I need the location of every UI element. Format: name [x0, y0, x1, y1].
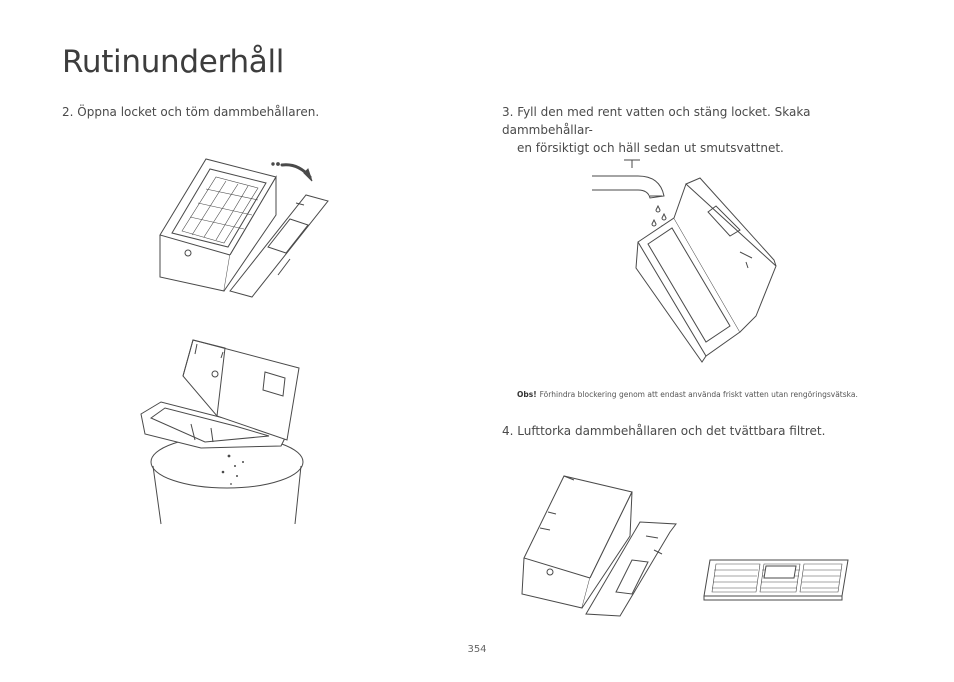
dry-bin-icon [520, 474, 680, 622]
step-3-line-2: en försiktigt och häll sedan ut smutsvat… [517, 141, 784, 155]
step-2-text: 2. Öppna locket och töm dammbehållaren. [62, 105, 320, 119]
page-title: Rutinunderhåll [62, 44, 285, 80]
open-bin-icon [158, 155, 328, 295]
faucet-fill-icon [590, 156, 780, 361]
empty-bin-trash-icon [135, 338, 320, 528]
washable-filter-icon [700, 556, 852, 602]
note-label: Obs! [517, 390, 537, 399]
step-4-text: 4. Lufttorka dammbehållaren och det tvät… [502, 424, 826, 438]
note: Obs!Förhindra blockering genom att endas… [517, 390, 858, 399]
step-3-text: 3. Fyll den med rent vatten och stäng lo… [502, 103, 902, 157]
note-text: Förhindra blockering genom att endast an… [539, 390, 858, 399]
step-3-line-1: 3. Fyll den med rent vatten och stäng lo… [502, 105, 811, 137]
page-number: 354 [467, 644, 487, 655]
